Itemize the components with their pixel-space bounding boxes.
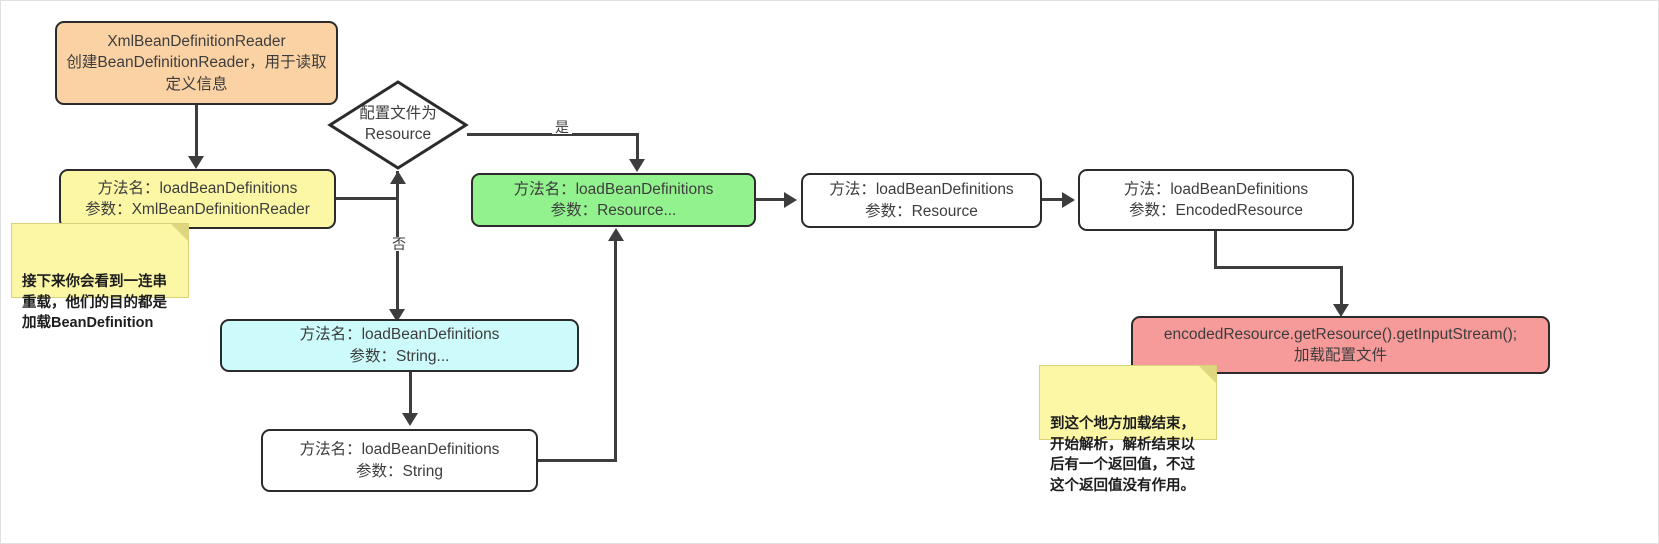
edge-string-to-green-h <box>538 459 617 462</box>
arrowhead-encoded-to-red <box>1333 304 1349 317</box>
edge-cyan-to-string-v <box>409 372 412 420</box>
arrowhead-green-to-resource <box>784 192 797 208</box>
node-load-bean-definitions-string-varargs[interactable]: 方法名：loadBeanDefinitions 参数：String... <box>220 319 579 372</box>
note-parse[interactable]: 到这个地方加载结束， 开始解析，解析结束以 后有一个返回值，不过 这个返回值没有… <box>1039 365 1217 494</box>
edge-decision-yes-v <box>636 133 639 163</box>
edge-resource-to-encoded <box>1042 198 1066 201</box>
node-load-bean-definitions-xml-reader[interactable]: 方法名：loadBeanDefinitions 参数：XmlBeanDefini… <box>59 169 336 229</box>
edge-decision-yes-h <box>467 133 639 136</box>
edge-encoded-to-red-v2 <box>1340 266 1343 306</box>
edge-load-xml-reader-to-decision-h <box>336 197 398 200</box>
edge-label-no: 否 <box>389 237 409 251</box>
edge-green-to-resource <box>756 198 788 201</box>
note-fold-icon-2 <box>1199 366 1216 383</box>
note-fold-icon <box>171 224 188 241</box>
node-xml-bean-definition-reader[interactable]: XmlBeanDefinitionReader 创建BeanDefinition… <box>55 21 338 105</box>
arrowhead-string-to-green <box>608 228 624 241</box>
edge-encoded-to-red-v1 <box>1214 231 1217 268</box>
note-parse-text: 到这个地方加载结束， 开始解析，解析结束以 后有一个返回值，不过 这个返回值没有… <box>1050 416 1195 494</box>
node-load-bean-definitions-resource-varargs[interactable]: 方法名：loadBeanDefinitions 参数：Resource... <box>471 173 756 227</box>
decision-label: 配置文件为 Resource <box>359 105 437 143</box>
node-load-bean-definitions-encoded-resource[interactable]: 方法：loadBeanDefinitions 参数：EncodedResourc… <box>1078 169 1354 231</box>
arrowhead-reader-to-load-xml-reader <box>188 156 204 169</box>
diamond-shape-icon <box>327 80 469 170</box>
arrowhead-decision-yes <box>629 159 645 172</box>
edge-string-to-green-v <box>614 241 617 461</box>
arrowhead-decision-no <box>389 309 405 322</box>
edge-label-yes: 是 <box>552 120 572 134</box>
arrowhead-cyan-to-string <box>402 413 418 426</box>
node-load-bean-definitions-string[interactable]: 方法名：loadBeanDefinitions 参数：String <box>261 429 538 492</box>
edge-encoded-to-red-h <box>1214 266 1343 269</box>
note-overloads-text: 接下来你会看到一连串 重载，他们的目的都是 加载BeanDefinition <box>22 274 167 332</box>
arrowhead-resource-to-encoded <box>1062 192 1075 208</box>
node-load-bean-definitions-resource[interactable]: 方法：loadBeanDefinitions 参数：Resource <box>801 173 1042 228</box>
edge-reader-to-load-xml-reader <box>195 105 198 159</box>
decision-config-file-is-resource[interactable]: 配置文件为 Resource <box>327 79 469 171</box>
note-overloads[interactable]: 接下来你会看到一连串 重载，他们的目的都是 加载BeanDefinition <box>11 223 189 331</box>
node-get-input-stream[interactable]: encodedResource.getResource().getInputSt… <box>1131 316 1550 374</box>
